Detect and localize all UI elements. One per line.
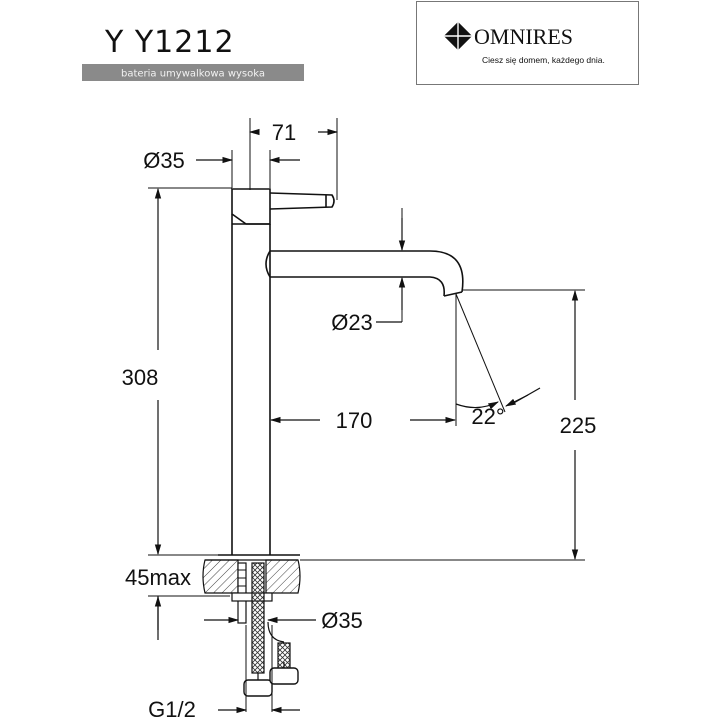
label-spout-height: 225 — [560, 413, 597, 438]
spout-top — [270, 250, 464, 293]
counter-section — [202, 559, 301, 624]
hose-nut-right — [269, 667, 299, 685]
dimension-labels: 71 Ø35 308 Ø23 170 22° 225 45max Ø35 G1/… — [122, 120, 597, 720]
hose-left — [251, 562, 265, 674]
faucet-outline — [218, 188, 464, 556]
model-title: Y Y1212 — [104, 25, 235, 60]
subtitle-bar — [82, 64, 304, 81]
dimension-lines — [154, 128, 579, 714]
spout-outlet — [443, 291, 463, 297]
label-spout-diameter: Ø23 — [331, 310, 373, 335]
supply-hoses — [243, 562, 299, 697]
label-max-counter-thickness: 45max — [125, 565, 191, 590]
hose-nut-left — [243, 679, 273, 697]
brand-tagline: Ciesz się domem, każdego dnia. — [482, 55, 605, 65]
label-spout-angle: 22° — [471, 404, 504, 429]
lever — [269, 192, 335, 210]
model-description: bateria umywalkowa wysoka — [121, 69, 265, 80]
brand-box: OMNIRES Ciesz się domem, każdego dnia. — [416, 1, 639, 85]
label-body-diameter: Ø35 — [143, 148, 185, 173]
label-total-height: 308 — [122, 365, 159, 390]
label-thread: G1/2 — [148, 697, 196, 720]
title-block: Y Y1212 bateria umywalkowa wysoka — [82, 25, 304, 81]
label-base-diameter: Ø35 — [321, 608, 363, 633]
label-spout-reach: 170 — [336, 408, 373, 433]
spout-bottom — [270, 276, 446, 297]
label-lever-reach: 71 — [272, 120, 296, 145]
handle-body — [231, 188, 271, 225]
brand-name: OMNIRES — [474, 24, 573, 49]
